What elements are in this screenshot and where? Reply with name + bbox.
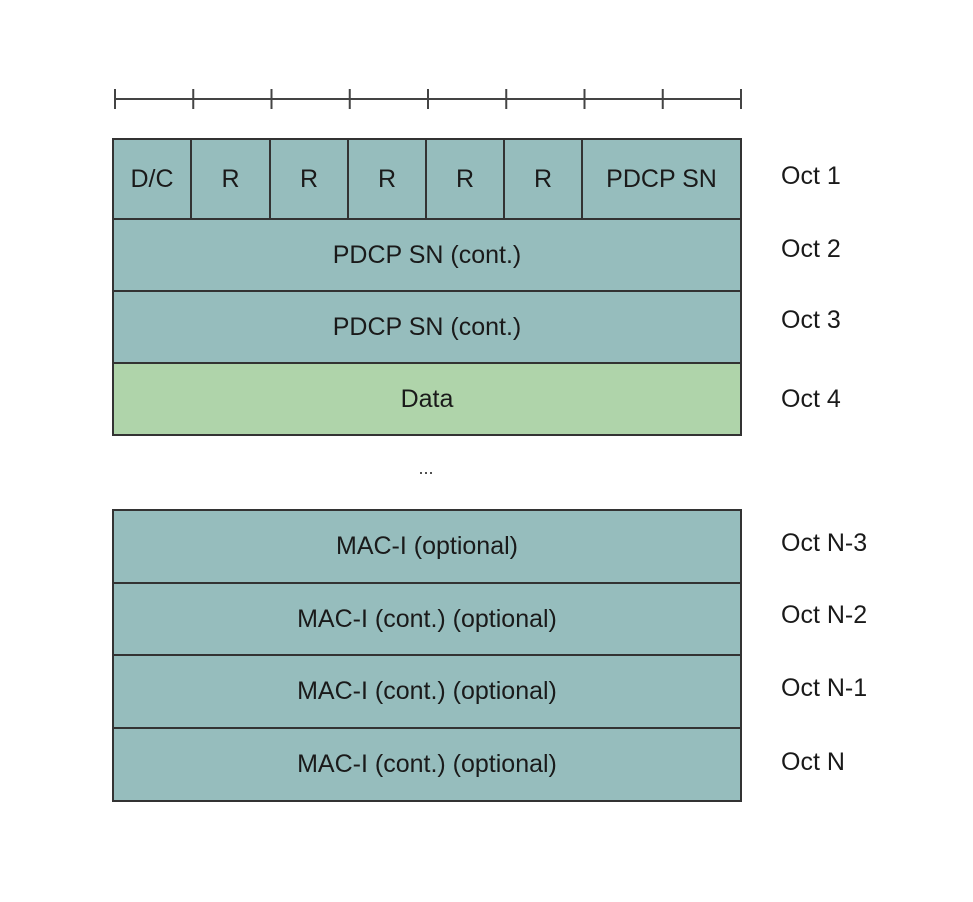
bit-ruler xyxy=(114,89,742,109)
octet-label: Oct N xyxy=(781,748,845,776)
oct-1-row: D/C R R R R R PDCP SN xyxy=(114,140,740,220)
octet-label: Oct N-2 xyxy=(781,601,868,629)
bit-field-reserved: R xyxy=(192,140,271,218)
octet-label: Oct N-1 xyxy=(781,674,868,702)
bit-field-reserved: R xyxy=(349,140,427,218)
bit-field-dc: D/C xyxy=(114,140,192,218)
bit-field-reserved: R xyxy=(271,140,349,218)
octet-label: Oct 2 xyxy=(781,235,841,263)
oct-3-row: PDCP SN (cont.) xyxy=(114,292,740,364)
oct-n-2-row: MAC-I (cont.) (optional) xyxy=(114,584,740,656)
bit-field-reserved: R xyxy=(505,140,583,218)
oct-2-row: PDCP SN (cont.) xyxy=(114,220,740,292)
oct-n-3-row: MAC-I (optional) xyxy=(114,511,740,584)
octet-label: Oct 1 xyxy=(781,162,841,190)
ruler-ticks xyxy=(114,89,742,109)
octet-label: Oct 4 xyxy=(781,385,841,413)
octet-label: Oct 3 xyxy=(781,306,841,334)
bit-field-pdcp-sn: PDCP SN xyxy=(606,164,717,193)
mac-i-block: MAC-I (optional) MAC-I (cont.) (optional… xyxy=(112,509,742,802)
pdcp-header-block: D/C R R R R R PDCP SN PDCP SN (cont.) PD… xyxy=(112,138,742,436)
octet-label: Oct N-3 xyxy=(781,529,868,557)
oct-n-row: MAC-I (cont.) (optional) xyxy=(114,729,740,800)
continuation-ellipsis: ... xyxy=(418,458,434,478)
oct-4-data-row: Data xyxy=(114,364,740,434)
bit-field-reserved: R xyxy=(427,140,505,218)
oct-n-1-row: MAC-I (cont.) (optional) xyxy=(114,656,740,729)
